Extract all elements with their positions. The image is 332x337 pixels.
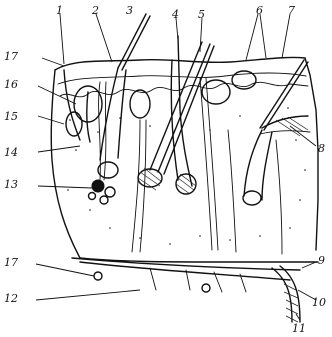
label-16: 16 [4,78,18,91]
label-9: 9 [318,254,325,267]
label-14: 14 [4,146,18,159]
label-4: 4 [171,8,179,21]
label-13: 13 [4,178,18,191]
label-7: 7 [288,4,295,17]
label-5: 5 [198,8,205,21]
dermis-stipple [67,107,306,245]
label-17-bottom: 17 [4,256,18,269]
label-6: 6 [256,4,263,17]
vertical-vessels [132,78,282,254]
label-10: 10 [312,296,326,309]
label-8: 8 [318,142,325,155]
sebaceous-glands [66,71,256,136]
subdermal-plexus [72,258,300,322]
label-11: 11 [292,322,306,335]
label-12: 12 [4,292,18,305]
label-2: 2 [91,4,99,17]
label-3: 3 [126,4,133,17]
hair-shafts [64,14,310,205]
label-1: 1 [56,4,63,17]
label-15: 15 [4,110,18,123]
label-17-top: 17 [4,50,18,63]
